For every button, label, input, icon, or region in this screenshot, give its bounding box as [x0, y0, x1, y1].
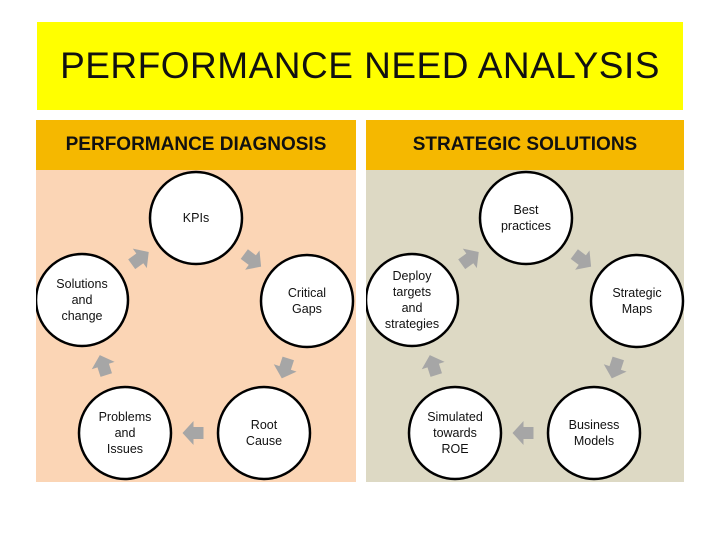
cycle-node-label: Problems and Issues — [98, 410, 152, 456]
cycle-arrow — [603, 356, 627, 379]
cycle-node-label: KPIs — [182, 211, 210, 225]
cycle-node-label: Simulated towards ROE — [427, 410, 483, 456]
cycle-node — [546, 385, 642, 481]
panel-heading: STRATEGIC SOLUTIONS — [366, 120, 684, 170]
cycle-node — [259, 253, 355, 349]
cycle-node-label: Business Models — [568, 418, 620, 448]
cycle-diagram — [36, 170, 355, 481]
title-banner: PERFORMANCE NEED ANALYSIS — [37, 22, 683, 110]
cycle-arrow — [182, 421, 204, 445]
cycle-node — [366, 252, 460, 348]
cycle-node-label: Best practices — [500, 203, 552, 233]
cycle-node-label: Strategic Maps — [612, 286, 662, 316]
cycle-arrow — [512, 421, 534, 445]
cycle-diagram — [366, 170, 685, 481]
cycle-arrow — [458, 248, 479, 270]
cycle-node — [77, 385, 173, 481]
cycle-node — [148, 170, 244, 266]
cycle-arrow — [240, 249, 262, 270]
cycle-node-label: Root Cause — [245, 418, 283, 448]
panel-heading: PERFORMANCE DIAGNOSIS — [36, 120, 356, 170]
cycle-arrow — [91, 355, 115, 377]
cycle-arrow — [128, 248, 149, 270]
cycle-node — [216, 385, 312, 481]
cycle-node — [407, 385, 503, 481]
cycle-arrow — [273, 356, 297, 379]
page-title: PERFORMANCE NEED ANALYSIS — [60, 45, 660, 86]
cycle-node-label: Critical Gaps — [287, 286, 327, 316]
cycle-node — [36, 252, 130, 348]
cycle-node — [478, 170, 574, 266]
cycle-arrow — [421, 355, 445, 377]
cycle-node — [589, 253, 685, 349]
cycle-node-label: Deploy targets and strategies — [384, 269, 440, 331]
cycle-arrow — [570, 249, 592, 270]
cycle-node-label: Solutions and change — [56, 277, 108, 323]
